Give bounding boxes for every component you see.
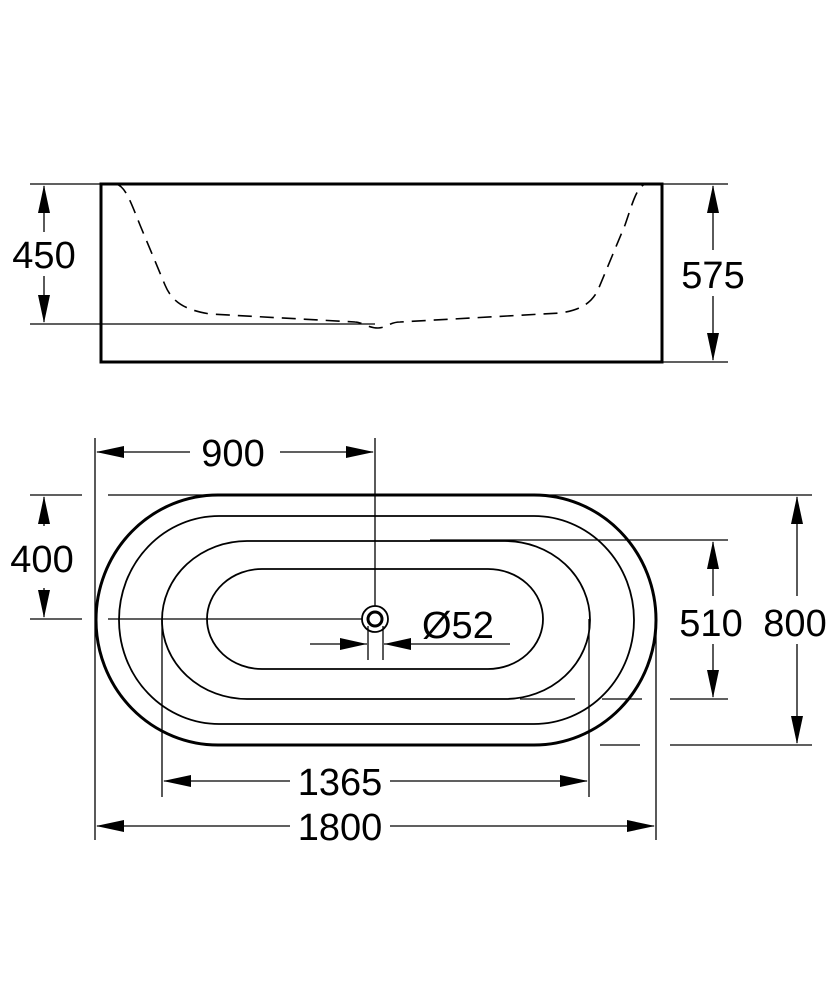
dim-total-height: 575	[681, 255, 744, 297]
dim-inner-length: 1365	[298, 762, 383, 804]
arrow-left-icon	[96, 820, 124, 832]
arrow-right-icon	[560, 775, 588, 787]
arrow-right-icon	[627, 820, 655, 832]
arrow-up-icon	[38, 185, 50, 213]
arrow-down-icon	[38, 295, 50, 323]
arrow-up-icon	[791, 496, 803, 524]
dim-total-width: 800	[763, 603, 826, 645]
dim-inner-depth: 450	[12, 235, 75, 277]
arrow-left-icon	[384, 638, 411, 650]
dim-drain-offset: 900	[201, 433, 264, 475]
tub-rim-inner-edge	[118, 515, 635, 725]
tub-side-outline	[99, 182, 664, 364]
tub-outer-rim	[94, 493, 658, 747]
arrow-right-icon	[340, 638, 367, 650]
arrow-up-icon	[707, 185, 719, 213]
tub-basin-edge	[161, 540, 591, 700]
dim-inner-width: 510	[679, 603, 742, 645]
drain-icon	[366, 610, 384, 628]
dim-half-width: 400	[10, 539, 73, 581]
drain-outer-ring-icon	[361, 605, 389, 633]
dim-drain-diameter: Ø52	[422, 605, 494, 647]
arrow-up-icon	[38, 496, 50, 524]
top-view: Ø52 900 400 800	[10, 433, 826, 849]
arrow-down-icon	[38, 590, 50, 618]
dim-total-length: 1800	[298, 807, 383, 849]
arrow-right-icon	[346, 446, 374, 458]
arrow-left-icon	[96, 446, 124, 458]
arrow-down-icon	[707, 333, 719, 361]
arrow-up-icon	[707, 541, 719, 569]
tub-inner-profile	[115, 183, 646, 329]
arrow-down-icon	[791, 716, 803, 744]
arrow-down-icon	[707, 670, 719, 698]
arrow-left-icon	[163, 775, 191, 787]
side-view: 450 575	[12, 182, 745, 364]
